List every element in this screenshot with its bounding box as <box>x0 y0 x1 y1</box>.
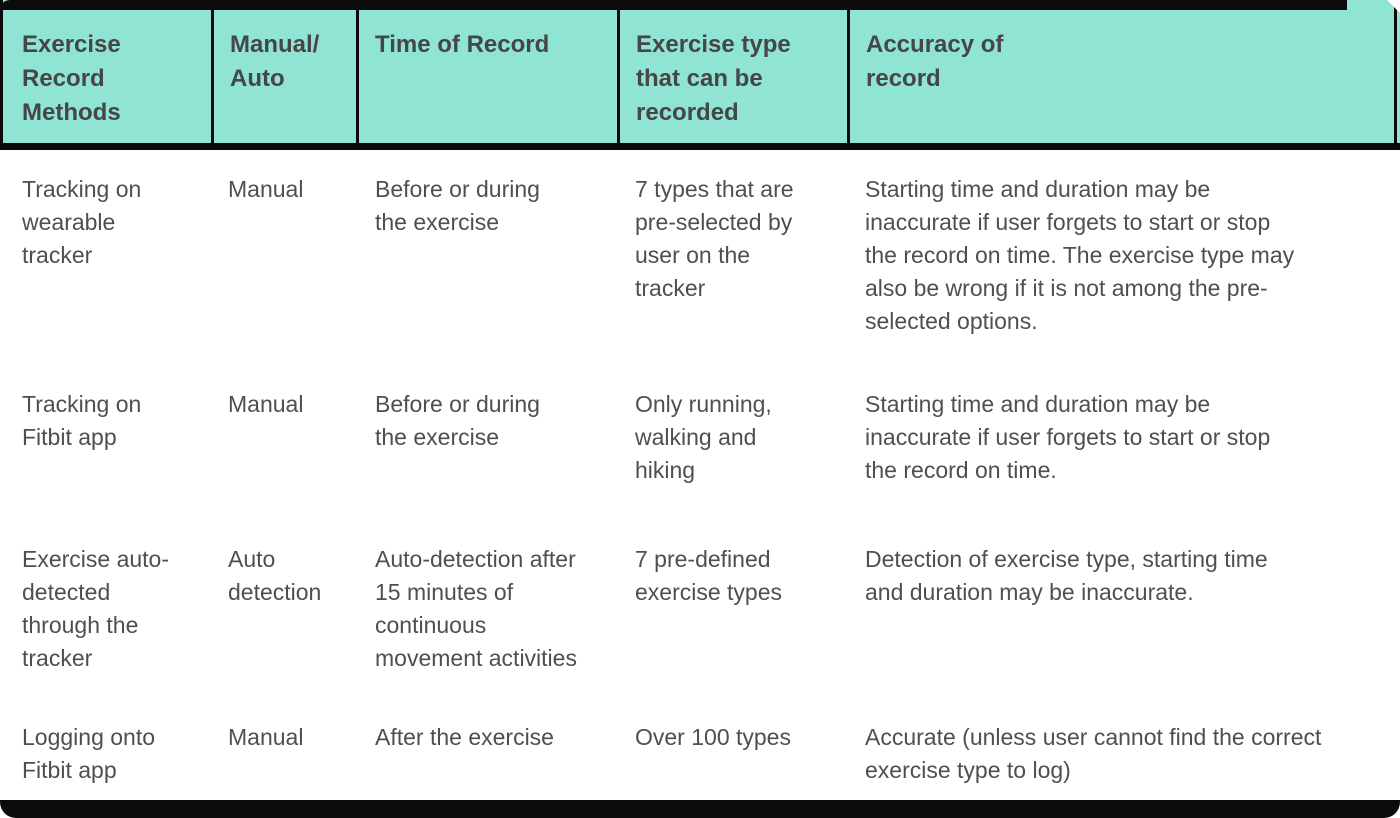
cell-accuracy: Accurate (unless user cannot find the co… <box>865 724 1322 783</box>
column-header-accuracy: Accuracy of record <box>847 10 1394 143</box>
cell-method: Tracking on Fitbit app <box>22 391 142 450</box>
column-header-exercise-record-methods: Exercise Record Methods <box>22 31 121 126</box>
cell-method: Exercise auto- detected through the trac… <box>22 546 170 671</box>
table-bottom-border <box>0 800 1400 818</box>
cell-manual-auto: Manual <box>228 391 304 417</box>
cell-manual-auto: Manual <box>228 724 304 750</box>
table-top-border <box>0 0 1347 10</box>
table-right-border <box>1394 0 1397 150</box>
cell-manual-auto: Auto detection <box>228 546 322 605</box>
cell-accuracy: Starting time and duration may be inaccu… <box>865 176 1295 334</box>
cell-method: Logging onto Fitbit app <box>22 724 156 783</box>
header-body-divider <box>0 143 1400 150</box>
cell-manual-auto: Manual <box>228 176 304 202</box>
table-row-logging-fitbit-app: Logging onto Fitbit app Manual After the… <box>0 698 1400 800</box>
cell-time-of-record: After the exercise <box>375 724 554 750</box>
column-header-time-of-record: Time of Record <box>356 10 617 143</box>
table-row-auto-detected: Exercise auto- detected through the trac… <box>0 520 1400 698</box>
cell-method: Tracking on wearable tracker <box>22 176 142 268</box>
table-body: Tracking on wearable tracker Manual Befo… <box>0 150 1400 800</box>
cell-time-of-record: Before or during the exercise <box>375 176 540 235</box>
cell-time-of-record: Auto-detection after 15 minutes of conti… <box>375 546 577 671</box>
cell-time-of-record: Before or during the exercise <box>375 391 540 450</box>
cell-exercise-type: Over 100 types <box>635 724 791 750</box>
cell-exercise-type: Only running, walking and hiking <box>635 391 772 483</box>
column-header-manual-auto: Manual/ Auto <box>211 10 356 143</box>
table-header-background <box>0 0 1400 143</box>
cell-exercise-type: 7 pre-defined exercise types <box>635 546 783 605</box>
cell-accuracy: Detection of exercise type, starting tim… <box>865 546 1268 605</box>
table-header-row: Exercise Record Methods Manual/ Auto Tim… <box>3 10 1394 143</box>
table-row-tracking-wearable: Tracking on wearable tracker Manual Befo… <box>0 150 1400 365</box>
table-row-tracking-fitbit-app: Tracking on Fitbit app Manual Before or … <box>0 365 1400 520</box>
top-right-corner-notch <box>1387 0 1400 13</box>
cell-exercise-type: 7 types that are pre-selected by user on… <box>635 176 794 301</box>
column-header-exercise-type: Exercise type that can be recorded <box>617 10 847 143</box>
cell-accuracy: Starting time and duration may be inaccu… <box>865 391 1271 483</box>
table-left-border <box>0 0 3 150</box>
